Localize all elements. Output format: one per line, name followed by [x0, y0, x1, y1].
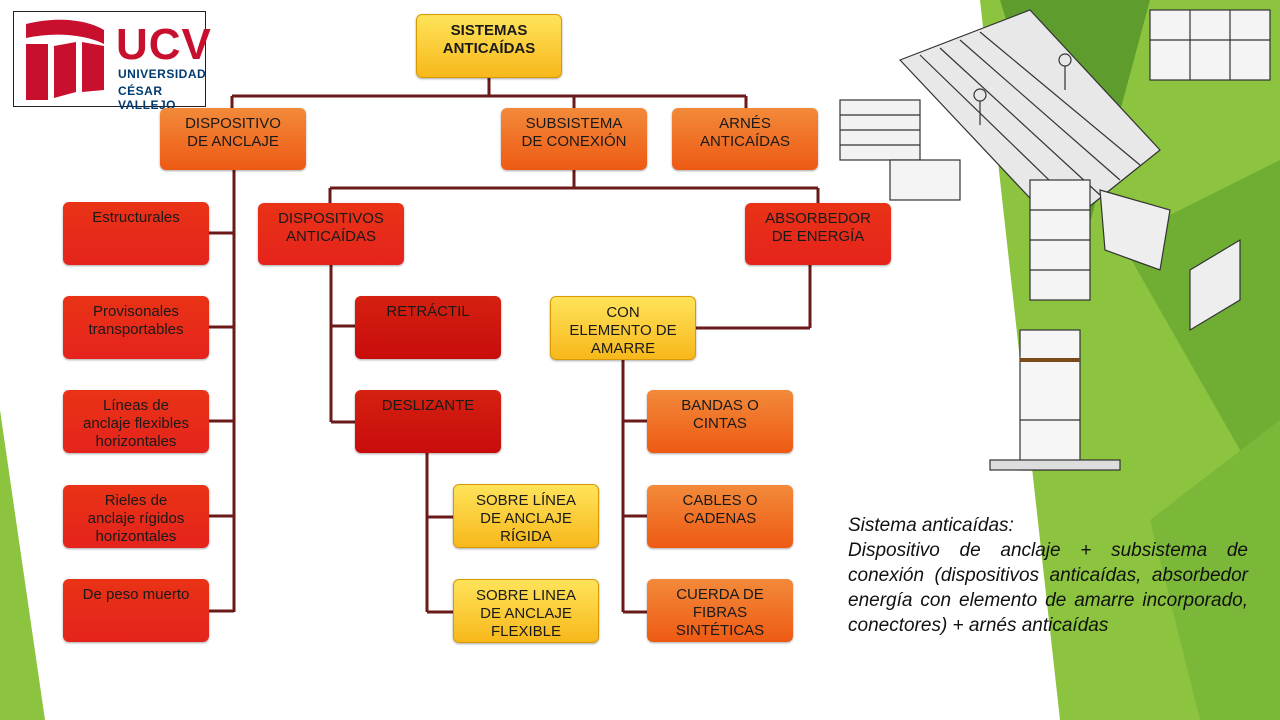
- ucv-emblem-icon: [26, 19, 104, 100]
- node-sobre-linea-flexible: SOBRE LINEA DE ANCLAJE FLEXIBLE: [453, 579, 599, 643]
- node-sobre-linea-rigida: SOBRE LÍNEA DE ANCLAJE RÍGIDA: [453, 484, 599, 548]
- construction-illustration: [839, 9, 1271, 471]
- node-absorbedor-energia: ABSORBEDOR DE ENERGÍA: [745, 203, 891, 265]
- node-retractil: RETRÁCTIL: [355, 296, 501, 359]
- node-bandas-cintas: BANDAS O CINTAS: [647, 390, 793, 453]
- caption-body: Dispositivo de anclaje + subsistema de c…: [848, 540, 1248, 636]
- node-anchor-peso-muerto: De peso muerto: [63, 579, 209, 642]
- node-dispositivo-anclaje: DISPOSITIVO DE ANCLAJE: [160, 108, 306, 170]
- node-con-elemento-amarre: CON ELEMENTO DE AMARRE: [550, 296, 696, 360]
- node-subsistema-conexion: SUBSISTEMA DE CONEXIÓN: [501, 108, 647, 170]
- node-dispositivos-anticaidas: DISPOSITIVOS ANTICAÍDAS: [258, 203, 404, 265]
- logo-brand: UCV: [116, 20, 212, 69]
- node-anchor-lineas-flexibles: Líneas de anclaje flexibles horizontales: [63, 390, 209, 453]
- node-anchor-estructurales: Estructurales: [63, 202, 209, 265]
- caption-title: Sistema anticaídas:: [848, 515, 1014, 536]
- node-arnes-anticaidas: ARNÉS ANTICAÍDAS: [672, 108, 818, 170]
- node-cables-cadenas: CABLES O CADENAS: [647, 485, 793, 548]
- ucv-logo: UCV UNIVERSIDAD CÉSAR VALLEJO: [13, 11, 211, 112]
- node-sistemas-anticaidas: SISTEMAS ANTICAÍDAS: [416, 14, 562, 78]
- node-anchor-provisonales: Provisonales transportables: [63, 296, 209, 359]
- node-anchor-rieles-rigidos: Rieles de anclaje rígidos horizontales: [63, 485, 209, 548]
- node-deslizante: DESLIZANTE: [355, 390, 501, 453]
- caption: Sistema anticaídas: Dispositivo de ancla…: [848, 513, 1248, 638]
- node-cuerda-fibras: CUERDA DE FIBRAS SINTÉTICAS: [647, 579, 793, 642]
- logo-line1: UNIVERSIDAD: [118, 67, 207, 81]
